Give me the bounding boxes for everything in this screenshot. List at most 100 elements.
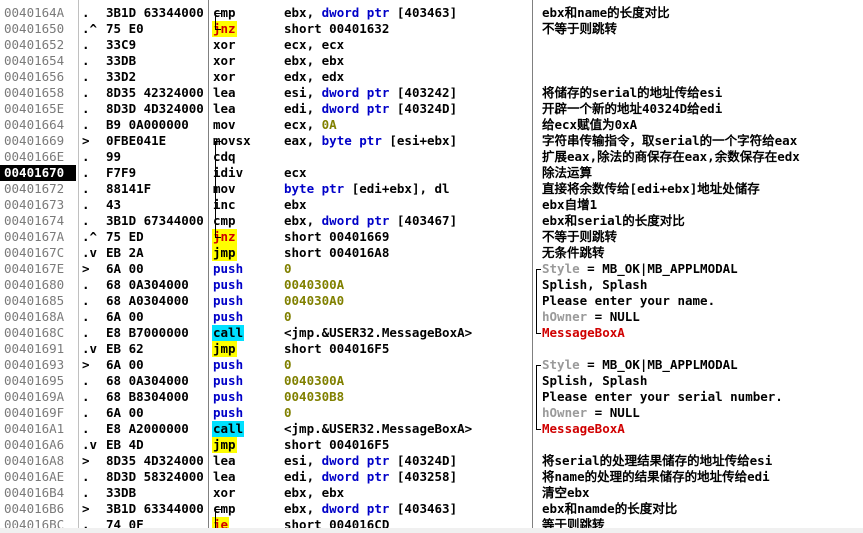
operand-part: dword ptr <box>321 501 397 516</box>
operand-part: ebx, <box>284 213 322 228</box>
mnemonic-text: call <box>212 325 245 341</box>
row-hex-bytes: 43 <box>106 197 122 212</box>
operand-part: ebx, ebx <box>284 485 345 500</box>
row-hex-bytes: EB 4D <box>106 437 144 452</box>
row-address: 00401664 <box>4 117 65 132</box>
mnemonic-text: lea <box>213 453 236 468</box>
row-jump-marker: . <box>82 485 90 500</box>
operand-part: dword ptr <box>321 5 397 20</box>
row-hex-bytes: E8 A2000000 <box>106 421 189 436</box>
row-comment: Splish, Splash <box>542 277 863 293</box>
row-comment: 无条件跳转 <box>542 245 863 261</box>
mnemonic-text: cmp <box>213 5 236 20</box>
row-operands: short 004016F5 <box>284 437 530 453</box>
mnemonic-text: push <box>213 373 244 388</box>
row-hex-bytes: E8 B7000000 <box>106 325 189 340</box>
row-operands: edx, edx <box>284 69 530 85</box>
row-comment: ebx和serial的长度对比 <box>542 213 863 229</box>
mnemonic-text: mov <box>213 181 236 196</box>
row-mnemonic: push <box>212 405 270 421</box>
comment-part: hOwner <box>542 405 588 420</box>
row-address: 00401674 <box>4 213 65 228</box>
row-jump-marker: .v <box>82 245 98 260</box>
row-address: 00401672 <box>4 181 65 196</box>
row-address: 0040169F <box>4 405 65 420</box>
row-operands: ecx <box>284 165 530 181</box>
operand-part: 0 <box>284 261 292 276</box>
mnemonic-text: cmp <box>213 501 236 516</box>
row-hex-bytes: 3B1D 63344000 <box>106 501 204 516</box>
operand-part: ebx, ebx <box>284 53 345 68</box>
row-jump-marker: . <box>82 149 90 164</box>
row-operands: ecx, ecx <box>284 37 530 53</box>
jump-bracket <box>215 141 221 142</box>
row-hex-bytes: 0FBE041E <box>106 133 167 148</box>
row-operands: esi, dword ptr [403242] <box>284 85 530 101</box>
row-operands: 0 <box>284 261 530 277</box>
row-mnemonic: lea <box>212 453 270 469</box>
row-hex-bytes: 99 <box>106 149 122 164</box>
row-operands: 0 <box>284 357 530 373</box>
row-operands: byte ptr [edi+ebx], dl <box>284 181 530 197</box>
mnemonic-text: xor <box>213 37 236 52</box>
row-hex-bytes: EB 2A <box>106 245 144 260</box>
comment-part: ebx自增1 <box>542 197 598 212</box>
mnemonic-text: xor <box>213 485 236 500</box>
row-jump-marker: . <box>82 85 90 100</box>
comment-part: MessageBoxA <box>542 421 625 436</box>
row-comment: MessageBoxA <box>542 325 863 341</box>
comment-part: 字符串传输指令，取serial的一个字符给eax <box>542 133 798 148</box>
comment-part: = NULL <box>587 405 640 420</box>
comment-part: 扩展eax,除法的商保存在eax,余数保存在edx <box>542 149 800 164</box>
row-jump-marker: . <box>82 197 90 212</box>
call-bracket <box>536 365 541 366</box>
comment-part: 清空ebx <box>542 485 590 500</box>
row-jump-marker: . <box>82 373 90 388</box>
row-operands: ecx, 0A <box>284 117 530 133</box>
comment-part: 不等于则跳转 <box>542 21 618 36</box>
row-mnemonic: push <box>212 357 270 373</box>
operand-part: ecx, ecx <box>284 37 345 52</box>
row-mnemonic: push <box>212 261 270 277</box>
row-jump-marker: . <box>82 277 90 292</box>
row-operands: ebx, dword ptr [403467] <box>284 213 530 229</box>
comment-part: = MB_OK|MB_APPLMODAL <box>579 261 738 276</box>
mnemonic-text: xor <box>213 53 236 68</box>
operand-part: edx, edx <box>284 69 345 84</box>
row-jump-marker: . <box>82 53 90 68</box>
row-hex-bytes: 8D3D 58324000 <box>106 469 204 484</box>
